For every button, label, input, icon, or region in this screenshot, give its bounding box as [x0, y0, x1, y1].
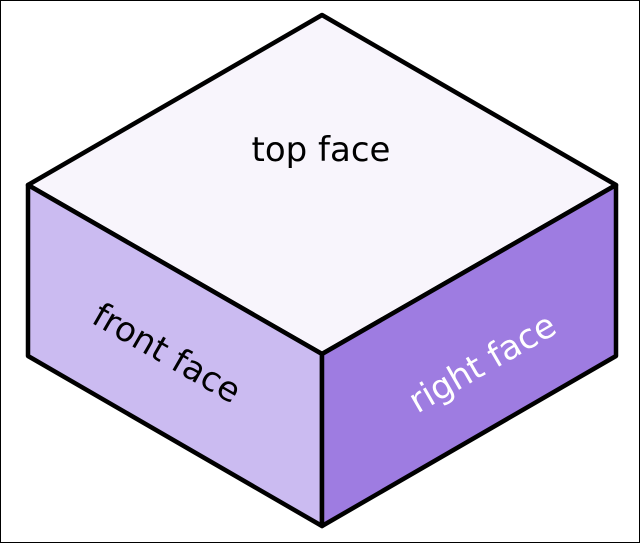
- right-face: [319, 182, 619, 529]
- top-face-label: top face: [252, 130, 391, 170]
